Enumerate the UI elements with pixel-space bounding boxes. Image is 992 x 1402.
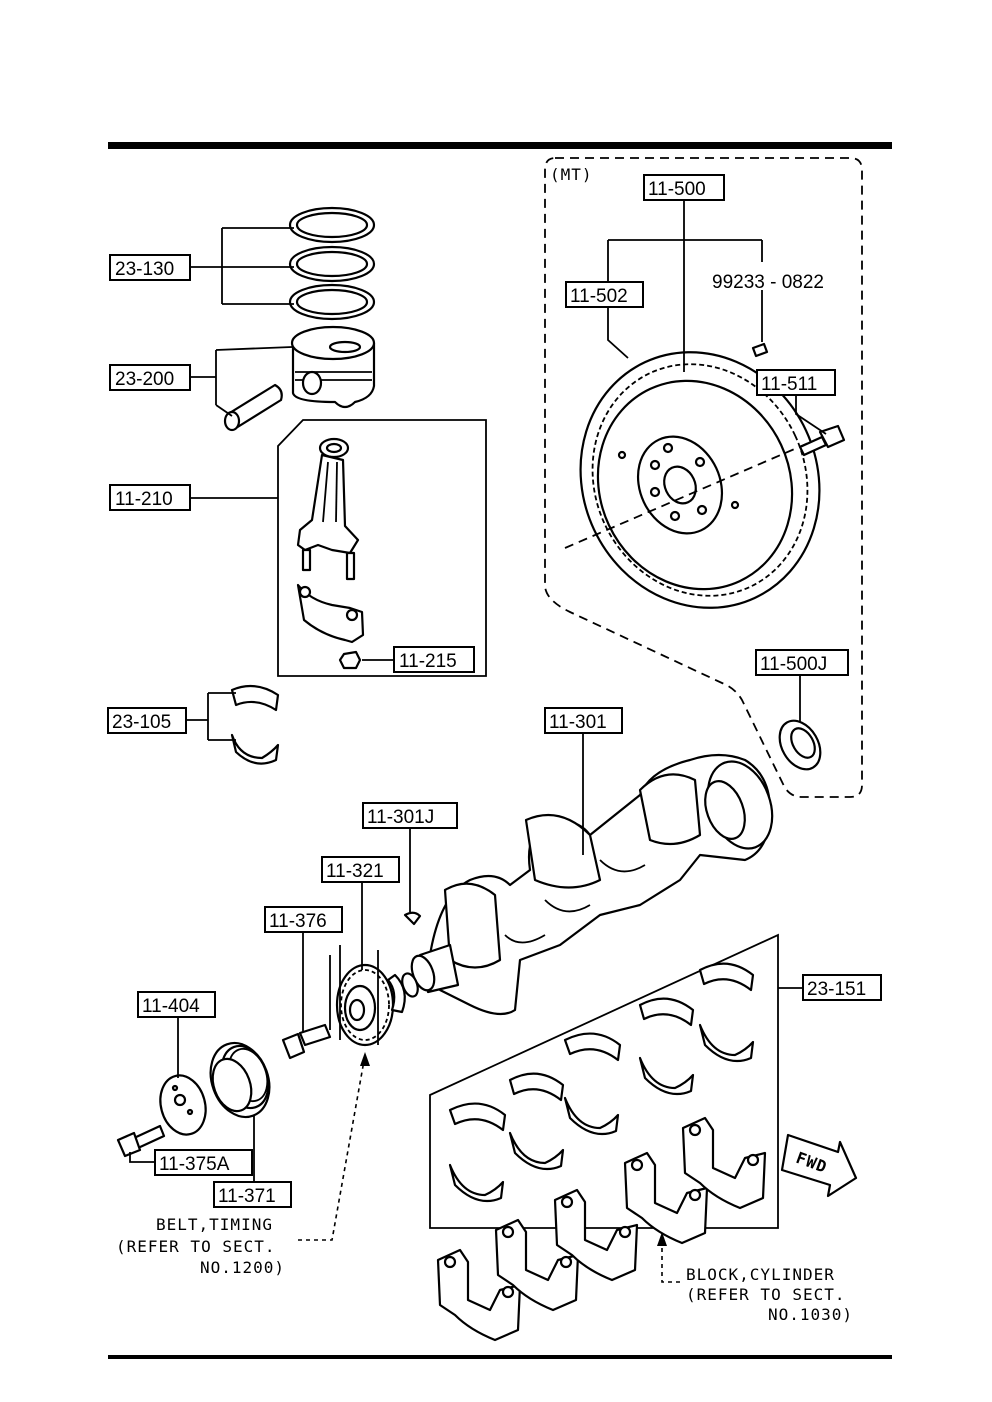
belt-timing-arrow: [360, 1052, 370, 1066]
leader-11-502: [607, 239, 763, 359]
pulley-bolt: [116, 1124, 166, 1158]
belt-timing-note-3: NO.1200): [200, 1258, 285, 1277]
rod-bearing-lower: [230, 733, 280, 765]
rod-cap: [296, 583, 365, 644]
callout-box-11-375a: [154, 1149, 253, 1176]
rod-nut: [338, 650, 362, 670]
callout-11-404: 11-404: [142, 996, 200, 1017]
callout-box-11-500: [643, 174, 725, 201]
leader-11-511: [795, 393, 827, 435]
callout-box-11-301: [544, 707, 623, 734]
callout-11-376: 11-376: [269, 911, 327, 932]
callout-23-130: 23-130: [115, 259, 174, 280]
leader-23-105: [185, 692, 236, 741]
rod-group-bracket: [277, 419, 487, 677]
callout-11-301j: 11-301J: [367, 807, 434, 828]
timing-sprocket: [329, 945, 406, 1047]
callout-11-511: 11-511: [761, 374, 817, 395]
callout-99233-0822: 99233 - 0822: [712, 272, 824, 293]
callout-box-11-321: [321, 856, 400, 883]
sprocket-bolt: [281, 1023, 332, 1060]
callout-box-11-500j: [755, 649, 849, 676]
main-bearing-shells: [448, 962, 755, 1203]
callout-11-210: 11-210: [115, 489, 173, 510]
pilot-bearing: [778, 719, 822, 771]
block-cylinder-arrow: [657, 1232, 667, 1246]
flywheel: [579, 351, 821, 609]
callout-box-23-105: [107, 707, 187, 734]
callout-11-371: 11-371: [218, 1186, 276, 1207]
piston-rings: [288, 206, 376, 321]
mt-note: (MT): [550, 165, 593, 184]
callout-box-11-376: [264, 906, 343, 933]
callout-23-151: 23-151: [807, 979, 866, 1000]
piston: [290, 325, 376, 409]
crankshaft: [401, 753, 774, 1016]
block-cylinder-note-3: NO.1030): [768, 1305, 853, 1324]
bottom-rule: [108, 1355, 892, 1359]
callout-11-321: 11-321: [326, 861, 384, 882]
block-cylinder-dotted-leader: [661, 1240, 680, 1283]
callout-box-11-404: [137, 991, 216, 1018]
flywheel-bolt: [798, 424, 846, 457]
callout-box-23-151: [802, 974, 882, 1001]
callout-23-200: 23-200: [115, 369, 174, 390]
callout-box-23-130: [109, 254, 191, 281]
block-cylinder-note-1: BLOCK,CYLINDER: [686, 1265, 835, 1284]
belt-timing-note-1: BELT,TIMING: [156, 1215, 273, 1234]
connecting-rod: [296, 437, 360, 581]
piston-pin: [223, 383, 283, 432]
crank-pulley: [209, 1041, 271, 1119]
callout-box-11-210: [109, 484, 191, 511]
flywheel-axis-dashed: [564, 437, 821, 549]
belt-timing-dotted-leader: [298, 1054, 366, 1241]
dowel-pin: [751, 342, 769, 358]
leader-23-200: [190, 346, 293, 417]
callout-box-23-200: [109, 364, 191, 391]
callout-23-105: 23-105: [112, 712, 171, 733]
fwd-arrow: [780, 1133, 858, 1198]
callout-box-11-371: [213, 1181, 292, 1208]
callout-box-11-511: [756, 369, 836, 396]
callout-11-502: 11-502: [570, 286, 628, 307]
top-rule: [108, 142, 892, 149]
crank-key: [403, 911, 422, 926]
pulley-plate: [159, 1074, 207, 1136]
callout-11-375a: 11-375A: [159, 1154, 230, 1175]
callout-box-11-502: [565, 281, 644, 308]
rod-bearing-upper: [230, 684, 280, 712]
leader-11-375a: [129, 1152, 155, 1163]
callout-11-500j: 11-500J: [760, 654, 827, 675]
callout-11-500: 11-500: [648, 179, 706, 200]
callout-11-301: 11-301: [549, 712, 607, 733]
leader-23-130: [190, 227, 294, 305]
belt-timing-note-2: (REFER TO SECT.: [116, 1237, 276, 1256]
main-bearing-caps: [436, 1116, 767, 1342]
block-cylinder-note-2: (REFER TO SECT.: [686, 1285, 846, 1304]
callout-box-11-301j: [362, 802, 458, 829]
callout-box-11-215: [393, 646, 475, 673]
callout-11-215: 11-215: [399, 651, 457, 672]
